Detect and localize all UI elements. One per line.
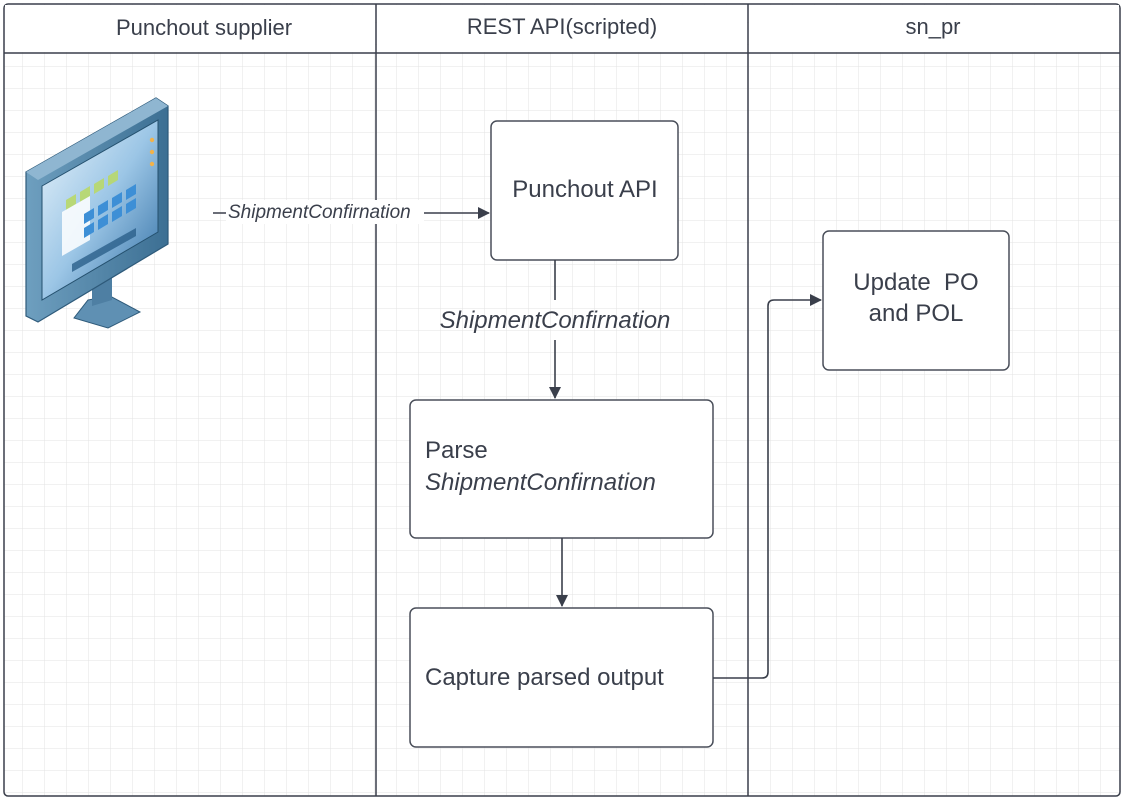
node-parse-line2: ShipmentConfirnation: [425, 469, 656, 496]
node-update-line1: Update PO: [853, 269, 978, 296]
node-parse-line1: Parse: [425, 437, 488, 464]
lane-title-rest-api: REST API(scripted): [467, 14, 657, 39]
edge-api-to-parse: ShipmentConfirnation: [440, 260, 671, 399]
edge-capture-to-update: [713, 294, 822, 679]
lane-title-sn-pr: sn_pr: [905, 14, 960, 39]
node-punchout-api: Punchout API: [490, 120, 679, 261]
node-capture: Capture parsed output: [409, 607, 714, 748]
swimlane-frame: [3, 3, 1121, 797]
node-capture-label: Capture parsed output: [425, 664, 664, 691]
node-update-line2: and POL: [869, 300, 964, 327]
edge-supplier-to-api: ShipmentConfirnation: [213, 200, 490, 224]
desktop-computer-icon: [25, 97, 169, 329]
node-punchout-api-label: Punchout API: [512, 176, 657, 203]
lane-title-supplier: Punchout supplier: [116, 15, 292, 40]
node-parse: Parse ShipmentConfirnation: [409, 399, 714, 539]
node-update-po: Update PO and POL: [822, 230, 1010, 371]
edge-api-to-parse-label: ShipmentConfirnation: [440, 307, 671, 334]
edge-supplier-to-api-label: ShipmentConfirnation: [228, 202, 411, 223]
